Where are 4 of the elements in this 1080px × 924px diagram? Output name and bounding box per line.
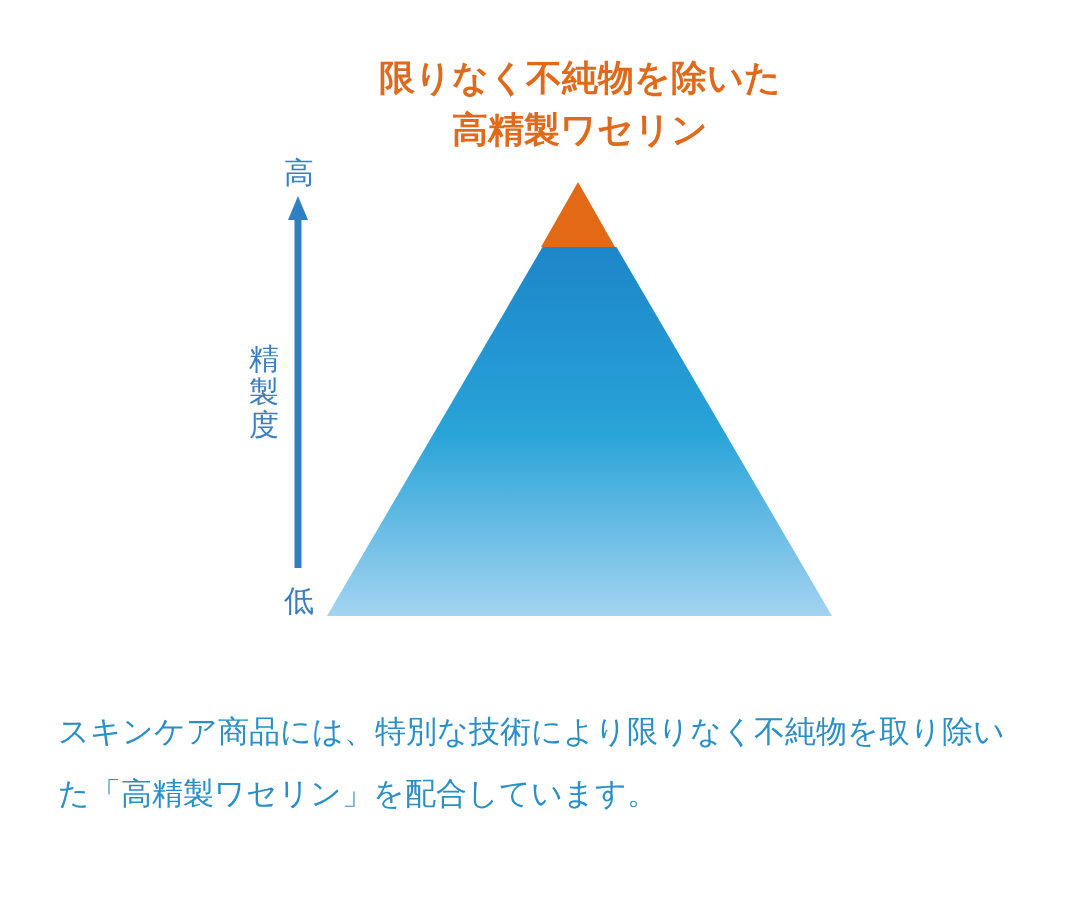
pyramid-top-heading: 限りなく不純物を除いた高精製ワセリン — [378, 56, 782, 152]
description-paragraph: スキンケア商品には、特別な技術により限りなく不純物を取り除いた「高精製ワセリン」を配合しています。 — [58, 712, 1006, 813]
axis-high-label: 高 — [284, 158, 314, 188]
axis-title: 精製度 — [249, 342, 279, 441]
